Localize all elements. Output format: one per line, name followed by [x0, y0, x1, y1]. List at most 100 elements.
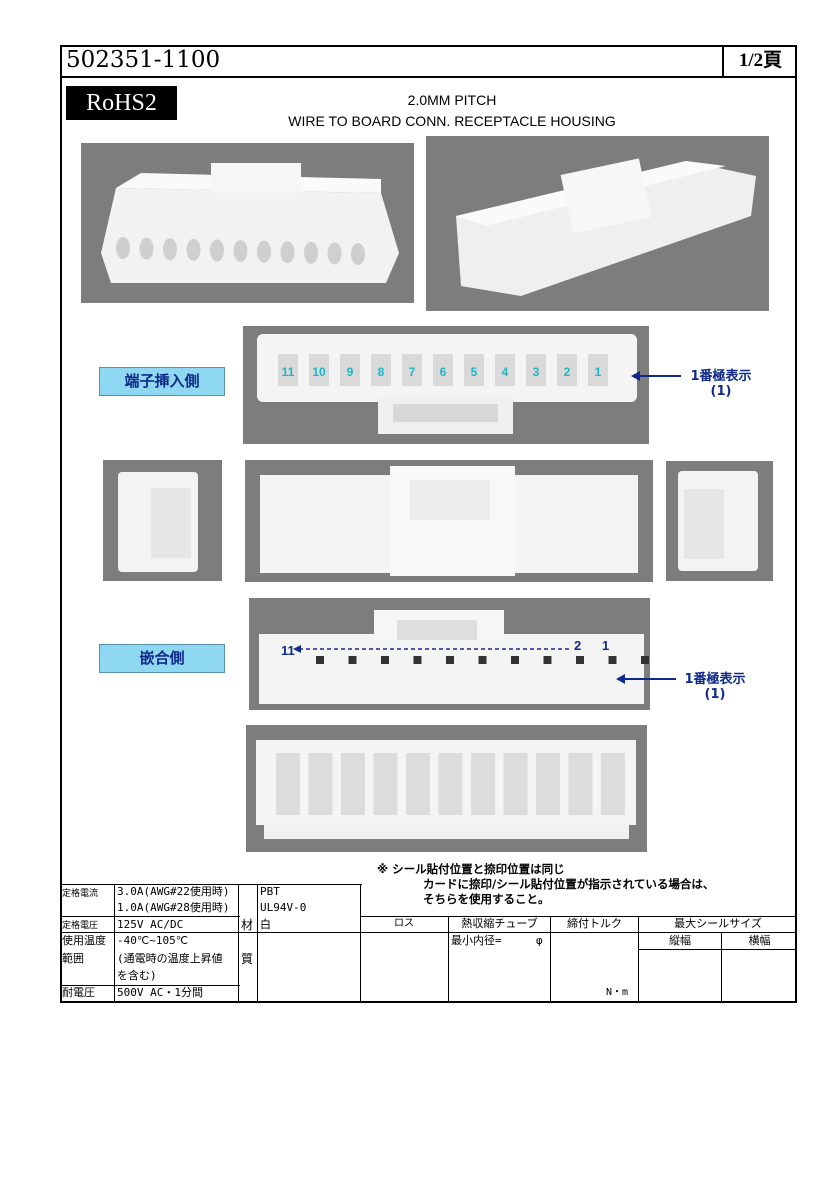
note-line-2: カードに捺印/シール貼付位置が指示されている場合は、	[423, 877, 715, 891]
terminal-slot	[309, 354, 329, 386]
photo-right-side	[666, 461, 773, 581]
temp-label-1: 使用温度	[62, 934, 106, 947]
rated-voltage-label: 定格電圧	[62, 921, 99, 931]
temp-note-2: を含む)	[117, 969, 157, 982]
mating-mark-1: 1	[602, 638, 609, 653]
terminal-slot	[464, 354, 484, 386]
terminal-slot	[278, 354, 298, 386]
mating-side-label: 嵌合側	[99, 644, 225, 673]
pin1-arrow-head-2	[616, 674, 625, 684]
photo-mating-side: 11 2 1	[249, 598, 650, 710]
mating-hole	[478, 656, 487, 664]
pin1-note2-line2: (1)	[704, 687, 726, 702]
pin-number-label: 11	[282, 365, 295, 379]
bottom-slot	[536, 753, 560, 815]
photo-perspective-back	[426, 136, 769, 311]
terminal-slot	[526, 354, 546, 386]
temp-note-1: (通電時の温度上昇値	[117, 952, 223, 965]
bottom-slot	[406, 753, 430, 815]
photo-left-side	[103, 460, 222, 581]
title-line-2: WIRE TO BOARD CONN. RECEPTACLE HOUSING	[288, 113, 616, 129]
terminal-slot	[557, 354, 577, 386]
pin1-note-line2: (1)	[710, 384, 732, 399]
terminal-slot	[588, 354, 608, 386]
material-label-1: 材	[241, 918, 254, 932]
terminal-side-label: 端子挿入側	[99, 367, 225, 396]
pin-number-label: 10	[312, 365, 326, 379]
mating-hole	[413, 656, 422, 664]
pin1-note-line1: 1番極表示	[690, 369, 752, 384]
pin1-note-bottom: 1番極表示 (1)	[670, 672, 760, 702]
photo-bottom-view	[246, 725, 647, 852]
material-2: UL94V-0	[260, 901, 307, 914]
terminal-slot	[433, 354, 453, 386]
spec-table: 定格電流 3.0A(AWG#22使用時) 1.0A(AWG#28使用時) 定格電…	[60, 884, 362, 1003]
terminal-slot	[340, 354, 360, 386]
col-torque: 締付トルク	[567, 917, 622, 930]
bottom-slot	[438, 753, 463, 815]
mating-hole	[641, 656, 649, 664]
title-line-1: 2.0MM PITCH	[407, 92, 497, 108]
seal-horizontal: 横幅	[748, 934, 771, 947]
pin-number-label: 1	[595, 365, 602, 379]
col-tube: 熱収縮チューブ	[461, 917, 538, 930]
note-line-3: そちらを使用すること。	[423, 892, 550, 906]
rated-voltage: 125V AC/DC	[117, 918, 184, 931]
torque-unit: N・m	[606, 987, 629, 998]
terminal-slot	[402, 354, 422, 386]
rated-current-2: 1.0A(AWG#28使用時)	[117, 901, 230, 914]
perspective-hole	[280, 241, 295, 264]
pin-number-label: 6	[440, 365, 447, 379]
bottom-slot	[471, 753, 495, 815]
rated-current-label: 定格電流	[62, 889, 99, 899]
perspective-hole	[327, 242, 342, 265]
photo-perspective-front	[81, 143, 414, 303]
rohs-badge: RoHS2	[66, 86, 177, 120]
perspective-hole	[351, 243, 365, 265]
perspective-hole	[304, 241, 318, 264]
mating-hole	[543, 656, 552, 664]
pin-number-label: 9	[347, 365, 354, 379]
perspective-hole	[257, 240, 271, 263]
temp-label-2: 範囲	[62, 952, 84, 965]
mating-hole	[446, 656, 454, 664]
pin1-arrow-line-2	[624, 678, 676, 680]
pin-number-label: 5	[471, 365, 478, 379]
bottom-slot	[503, 753, 528, 815]
right-table: ロス 熱収縮チューブ 最小内径= φ 締付トルク N・m 最大シールサイズ 縦幅…	[360, 916, 797, 1003]
rated-current-1: 3.0A(AWG#22使用時)	[117, 885, 230, 898]
pin1-note2-line1: 1番極表示	[684, 672, 746, 687]
tube-unit: φ	[536, 934, 543, 947]
bottom-slot	[276, 753, 300, 815]
mating-hole	[608, 656, 617, 664]
pin1-arrow-head	[631, 371, 640, 381]
terminal-slot	[371, 354, 391, 386]
notes-block: ※ シール貼付位置と捺印位置は同じ カードに捺印/シール貼付位置が指示されている…	[377, 862, 797, 907]
terminal-slot	[495, 354, 515, 386]
material-1: PBT	[260, 885, 280, 898]
mating-mark-2: 2	[574, 638, 581, 653]
pin-number-label: 2	[564, 365, 571, 379]
withstand-voltage: 500V AC・1分間	[117, 986, 203, 999]
bottom-slot	[308, 753, 333, 815]
tube-min: 最小内径=	[451, 934, 502, 947]
perspective-hole	[163, 238, 177, 261]
bottom-slot	[373, 753, 398, 815]
mating-hole	[316, 656, 324, 664]
mating-hole	[348, 656, 357, 664]
pin-number-label: 3	[533, 365, 540, 379]
perspective-hole	[233, 240, 248, 262]
mating-hole	[511, 656, 519, 664]
withstand-label: 耐電圧	[62, 986, 95, 999]
mating-hole	[576, 656, 584, 664]
material-label-2: 質	[241, 952, 254, 966]
page-number: 1/2頁	[724, 45, 797, 78]
note-line-1: ※ シール貼付位置と捺印位置は同じ	[377, 862, 565, 876]
col-lot: ロス	[394, 918, 414, 929]
drawing-sheet	[60, 45, 797, 1003]
photo-top-view	[245, 460, 653, 582]
col-seal: 最大シールサイズ	[674, 917, 762, 930]
seal-vertical: 縦幅	[669, 934, 691, 947]
pin-number-label: 4	[502, 365, 509, 379]
